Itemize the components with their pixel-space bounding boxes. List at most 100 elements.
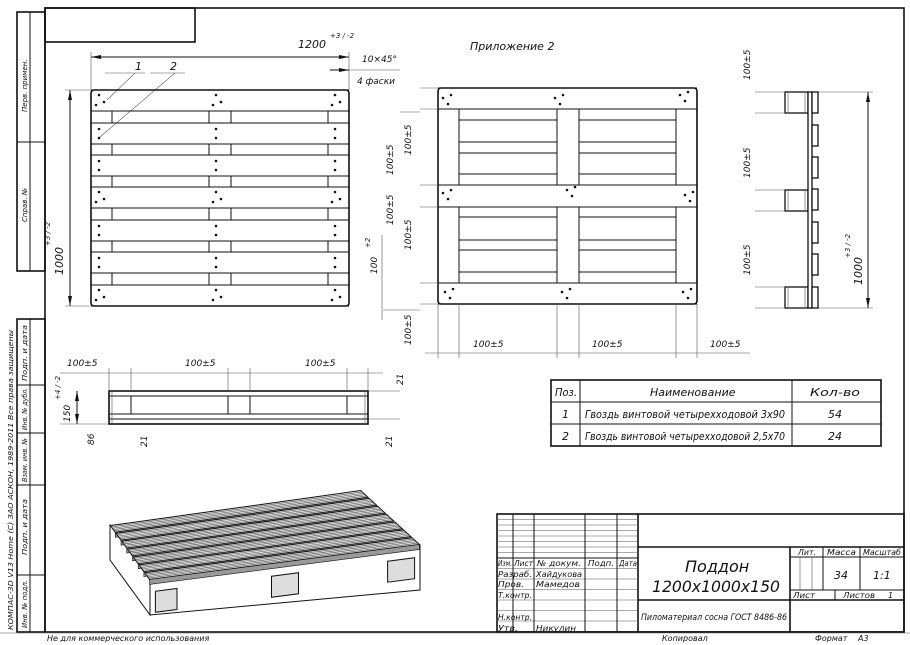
title-block-grid xyxy=(497,514,638,632)
nail-mark xyxy=(568,287,572,291)
end-top-dim-3: 100±5 xyxy=(305,359,336,369)
row-pos: 2 xyxy=(562,430,569,443)
nail-mark xyxy=(691,190,695,194)
pallet-block xyxy=(387,557,416,583)
plan-right-dim-1: 100±5 xyxy=(386,144,396,175)
scale-label: Масштаб xyxy=(863,548,901,557)
nail-mark xyxy=(449,188,453,192)
wood-grain xyxy=(140,532,407,568)
scale-value: 1:1 xyxy=(873,569,891,582)
wood-grain xyxy=(124,510,383,546)
nail-mark xyxy=(686,90,690,94)
nail-mark xyxy=(561,93,565,97)
nail-mark xyxy=(683,193,687,197)
wood-grain xyxy=(125,511,384,547)
nail-mark xyxy=(570,194,574,198)
deck-board-end xyxy=(811,188,819,211)
front-bottom-dim-3: 100±5 xyxy=(710,340,741,350)
drawing-title: Поддон xyxy=(685,557,749,576)
nail-mark xyxy=(211,103,215,107)
deck-board-end xyxy=(811,156,819,179)
wood-grain xyxy=(128,515,388,551)
end-height-dimension: 150 xyxy=(63,405,73,422)
wood-grain xyxy=(123,508,381,545)
role-developer: Разраб. xyxy=(498,570,532,579)
wood-grain xyxy=(130,517,391,554)
end-board-dim-3: 21 xyxy=(385,436,395,447)
block xyxy=(784,286,809,309)
col-date: Дата xyxy=(618,559,637,568)
annex-label: Приложение 2 xyxy=(470,40,554,53)
nail-mark xyxy=(686,296,690,300)
stamp-label-ref-no: Справ. № xyxy=(21,188,29,222)
nail-mark xyxy=(681,290,685,294)
nail-mark xyxy=(97,190,101,194)
pallet-block xyxy=(271,572,299,598)
nail-mark xyxy=(102,100,106,104)
nail-mark xyxy=(449,93,453,97)
wood-grain xyxy=(120,503,376,540)
wood-grain xyxy=(146,540,416,576)
nail-mark xyxy=(330,298,334,302)
width-tolerance: +3 / -2 xyxy=(330,32,355,40)
nail-mark xyxy=(338,295,342,299)
nail-mark xyxy=(211,298,215,302)
wood-grain xyxy=(137,527,401,563)
wood-grain xyxy=(118,500,373,537)
copyright-text: КОМПАС-3D V13 Home (С) ЗАО АСКОН, 1989-2… xyxy=(7,329,15,630)
role-checker: Пров. xyxy=(498,580,524,589)
row-qty: 24 xyxy=(828,430,842,443)
nail-mark xyxy=(560,290,564,294)
deck-board-end xyxy=(811,286,819,309)
nail-mark xyxy=(97,127,101,131)
pallet-block xyxy=(154,587,178,613)
pallet-outline xyxy=(90,89,350,307)
wood-grain xyxy=(141,533,408,570)
nail-mark xyxy=(211,200,215,204)
nail-mark xyxy=(94,200,98,204)
deck-board-end xyxy=(811,253,819,276)
wood-grain xyxy=(111,491,363,528)
front-bottom-dim-1: 100±5 xyxy=(473,340,504,350)
nail-mark xyxy=(333,168,337,172)
nail-mark xyxy=(446,197,450,201)
isometric-view xyxy=(109,490,421,617)
chamfer-note: 4 фаски xyxy=(357,77,395,87)
nail-mark xyxy=(97,224,101,228)
wood-grain xyxy=(145,538,414,575)
nail-mark xyxy=(678,93,682,97)
nail-mark xyxy=(214,159,218,163)
deck-board-end xyxy=(811,221,819,244)
parts-table: Поз. Наименование Кол-во 1 Гвоздь винтов… xyxy=(550,379,882,447)
nail-mark xyxy=(214,224,218,228)
callout-1: 1 xyxy=(135,60,142,73)
nail-mark xyxy=(97,256,101,260)
top-left-box xyxy=(44,7,196,43)
row-pos: 1 xyxy=(562,408,569,421)
wood-grain xyxy=(117,499,371,536)
row-name: Гвоздь винтовой четырехходовой 3х90 xyxy=(585,408,785,421)
nail-mark xyxy=(333,190,337,194)
sheet-label: Лист xyxy=(792,591,815,600)
nail-mark xyxy=(97,93,101,97)
name-approved: Никулин xyxy=(536,624,576,633)
stamp-label-sign-date-2: Подп. и дата xyxy=(21,499,29,555)
end-board-dim-1: 21 xyxy=(396,374,406,385)
nail-mark xyxy=(333,127,337,131)
material-text: Пиломатериал сосна ГОСТ 8486-86 xyxy=(641,613,787,623)
row-name: Гвоздь винтовой четырехходовой 2,5х70 xyxy=(585,430,785,443)
nail-mark xyxy=(333,233,337,237)
end-top-dim-2: 100±5 xyxy=(185,359,216,369)
nail-mark xyxy=(553,96,557,100)
nail-mark xyxy=(94,298,98,302)
col-header-pos: Поз. xyxy=(555,386,577,399)
nail-mark xyxy=(689,287,693,291)
nail-mark xyxy=(565,296,569,300)
deck-board-end xyxy=(811,124,819,147)
role-approved: Утв. xyxy=(498,624,518,633)
nail-mark xyxy=(333,159,337,163)
nail-mark xyxy=(97,159,101,163)
role-tech-control: Т.контр. xyxy=(498,591,532,600)
end-view: 100±5 100±5 100±5 150 +4 / -2 86 21 21 2… xyxy=(54,359,406,447)
